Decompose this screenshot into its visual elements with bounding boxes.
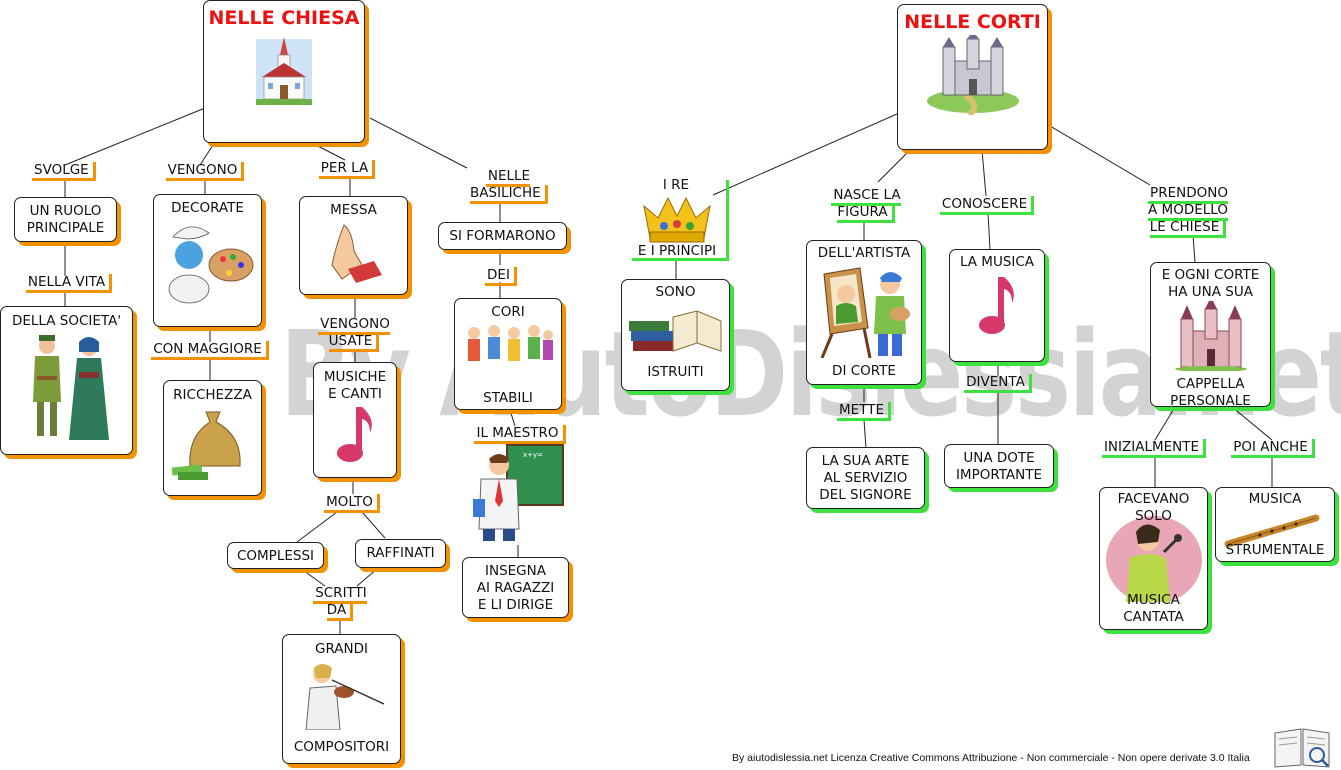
choir-children-icon: [468, 325, 553, 361]
label-con-maggiore: CON MAGGIORE: [150, 341, 270, 360]
box-messa: MESSA: [299, 196, 408, 295]
label-inizialmente: INIZIALMENTE: [1098, 439, 1210, 458]
label-scritti-da: SCRITTI DA: [302, 585, 378, 621]
label-e-i-principi: E I PRINCIPI: [637, 243, 717, 259]
root-title: NELLE CHIESA: [208, 7, 360, 29]
label-per-la: PER LA: [317, 160, 377, 179]
chapel-castle-icon: [1174, 297, 1247, 372]
violinist-icon: [304, 664, 384, 731]
teacher-icon: x+y=: [473, 444, 564, 541]
box-della-societa: DELLA SOCIETA': [0, 306, 133, 455]
artist-painting-icon: [820, 267, 910, 359]
label-molto: MOLTO: [322, 494, 382, 513]
box-musica-strumentale: MUSICA STRUMENTALE: [1215, 487, 1335, 562]
label-i-re: I RE: [662, 177, 690, 193]
license-credit: By aiutodislessia.net Licenza Creative C…: [732, 752, 1250, 764]
label-svolge: SVOLGE: [32, 162, 96, 181]
medieval-couple-icon: [32, 335, 109, 440]
label-mette: METTE: [834, 402, 894, 421]
root-nelle-corti: NELLE CORTI: [897, 4, 1048, 150]
box-la-musica: LA MUSICA: [949, 249, 1045, 362]
box-musiche-e-canti: MUSICHE E CANTI: [313, 362, 397, 478]
svg-text:x+y=: x+y=: [523, 451, 543, 459]
box-un-ruolo-principale: UN RUOLO PRINCIPALE: [14, 197, 117, 242]
crown-icon: [643, 196, 711, 243]
box-decorate: DECORATE: [153, 194, 262, 327]
box-artista-di-corte: DELL'ARTISTA DI CORTE: [806, 240, 922, 385]
box-sono-istruiti: SONO ISTRUITI: [621, 279, 730, 391]
box-raffinati: RAFFINATI: [355, 539, 446, 568]
label-vengono-usate: VENGONO USATE: [313, 316, 395, 352]
flute-icon: [1224, 514, 1320, 548]
books-icon: [628, 310, 721, 352]
label-nasce-la-figura: NASCE LA FIGURA: [826, 187, 906, 223]
box-si-formarono: SI FORMARONO: [438, 222, 567, 250]
praying-hands-icon: [330, 224, 382, 283]
painter-smurf-icon: [168, 226, 253, 304]
label-prendono-a-modello: PRENDONO A MODELLO LE CHIESE: [1138, 185, 1238, 238]
music-note-icon-right: [979, 277, 1014, 334]
root-title-corti: NELLE CORTI: [904, 11, 1041, 33]
castle-icon: [926, 31, 1019, 118]
singer-icon: [1106, 516, 1202, 602]
label-nelle-basiliche: NELLE BASILICHE: [470, 168, 548, 204]
box-ogni-corte-cappella: E OGNI CORTE HA UNA SUA CAPPELLA PERSONA…: [1150, 262, 1271, 409]
box-insegna-ai-ragazzi: INSEGNA AI RAGAZZI E LI DIRIGE: [462, 557, 569, 618]
label-diventa: DIVENTA: [962, 374, 1034, 393]
label-dei: DEI: [484, 267, 518, 286]
book-logo-icon: [1274, 728, 1330, 768]
box-cori-stabili: CORI STABILI: [454, 298, 562, 410]
label-il-maestro: IL MAESTRO: [471, 425, 569, 444]
label-vengono: VENGONO: [165, 162, 245, 181]
root-nelle-chiesa: NELLE CHIESA: [203, 0, 365, 143]
crown-group-bracket: [632, 180, 729, 261]
label-poi-anche: POI ANCHE: [1230, 439, 1316, 458]
music-note-icon: [337, 407, 372, 462]
box-complessi: COMPLESSI: [227, 542, 324, 569]
church-icon: [256, 37, 312, 105]
label-conoscere: CONOSCERE: [937, 196, 1037, 215]
box-una-dote-importante: UNA DOTE IMPORTANTE: [944, 444, 1054, 488]
box-la-sua-arte: LA SUA ARTE AL SERVIZIO DEL SIGNORE: [806, 447, 925, 509]
box-ricchezza: RICCHEZZA: [163, 380, 262, 496]
box-facevano-solo-musica-cantata: FACEVANO SOLO MUSICA CANTATA: [1099, 487, 1208, 630]
box-grandi-compositori: GRANDI COMPOSITORI: [282, 634, 401, 764]
label-nella-vita: NELLA VITA: [24, 274, 114, 293]
money-bag-icon: [171, 411, 241, 480]
